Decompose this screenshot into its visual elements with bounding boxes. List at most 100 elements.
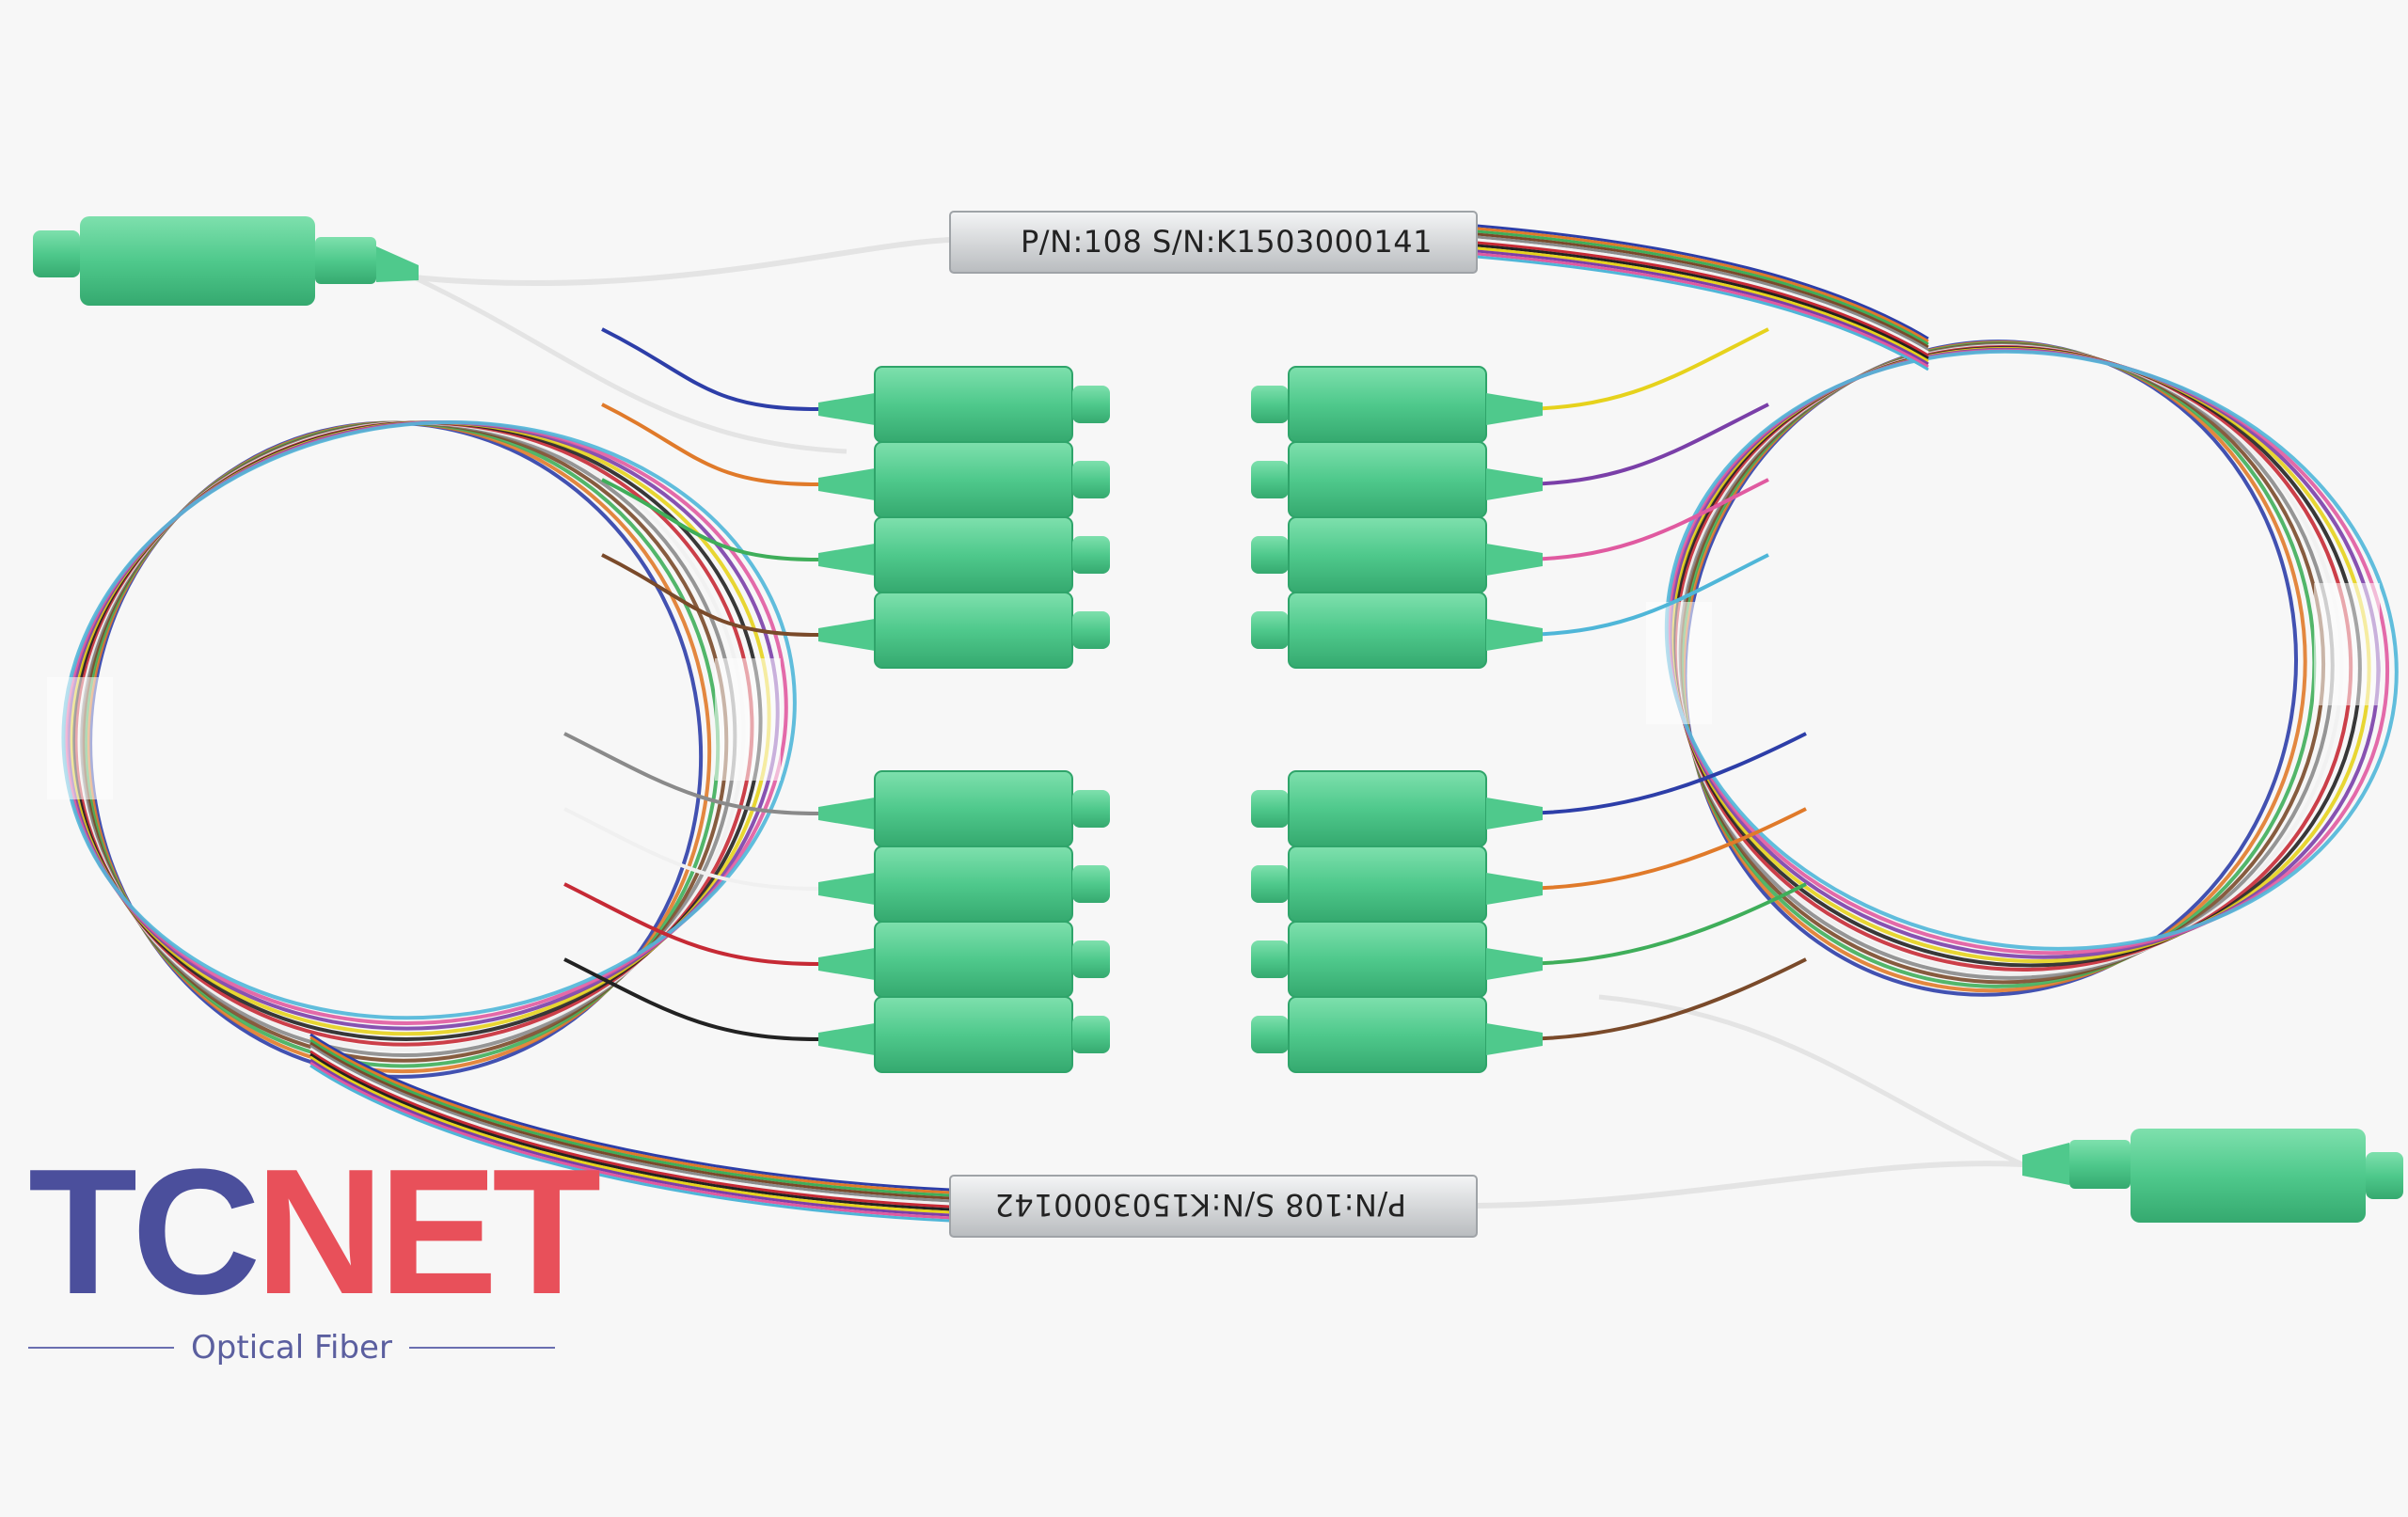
input-fiber-bottom — [1476, 1161, 2023, 1209]
connector-body — [1288, 921, 1487, 998]
ribbon-fiber-bottom — [309, 1033, 951, 1192]
connector-ferrule-cap — [1072, 386, 1110, 423]
connector-boot — [1486, 619, 1543, 651]
connector-ferrule-cap — [1251, 536, 1289, 574]
ribbon-fiber-top — [1476, 235, 1929, 352]
connector-fiber — [563, 732, 819, 815]
sc-connector — [1251, 403, 1769, 518]
connector-ferrule-cap — [1072, 536, 1110, 574]
connector-fiber — [601, 327, 819, 411]
input-fiber-top-loop — [412, 275, 848, 454]
brand-logo: TCNET Optical Fiber — [28, 1143, 601, 1378]
sc-connector — [563, 732, 1110, 847]
input-connector-bottom — [2022, 1129, 2403, 1223]
connector-ferrule-cap — [1072, 611, 1110, 649]
connector-body — [1288, 516, 1487, 593]
input-connector-top — [33, 216, 419, 306]
connector-fiber — [1513, 553, 1769, 637]
connector-fiber — [563, 807, 819, 891]
logo-wordmark: TCNET — [28, 1143, 601, 1321]
logo-word-net: NET — [255, 1132, 601, 1332]
fiber-coil-left — [47, 419, 797, 1079]
sc-connector — [1251, 957, 1807, 1073]
connector-fiber — [1513, 403, 1769, 486]
sc-connector — [1251, 882, 1807, 998]
tape-band — [715, 658, 781, 781]
logo-tagline: Optical Fiber — [191, 1329, 392, 1367]
sc-connector — [601, 553, 1110, 669]
tape-band — [2314, 583, 2380, 705]
connector-boot — [818, 619, 875, 651]
sc-connector — [563, 882, 1110, 998]
connector-boot — [818, 544, 875, 576]
tape-band — [47, 677, 113, 799]
sc-connector — [601, 403, 1110, 518]
connector-fiber — [1513, 732, 1807, 815]
connector-fiber — [601, 478, 819, 561]
sc-connector — [1251, 327, 1769, 443]
connector-ferrule-cap — [1072, 940, 1110, 978]
tape-band — [1646, 602, 1712, 724]
sc-connector — [601, 478, 1110, 593]
ribbon-fiber-bottom — [309, 1058, 951, 1217]
connector-boot — [1486, 948, 1543, 980]
connector-body — [1288, 845, 1487, 923]
connector-fiber — [1513, 478, 1769, 561]
ribbon-fiber-bottom — [309, 1044, 951, 1203]
connector-boot — [1486, 393, 1543, 425]
connector-boot — [818, 1023, 875, 1055]
sc-connector — [1251, 732, 1807, 847]
connector-ferrule-cap — [1251, 790, 1289, 828]
connector-fiber — [1513, 327, 1769, 411]
ribbon-fiber-bottom — [309, 1061, 951, 1220]
output-connectors — [563, 327, 1807, 1073]
ribbon-fiber-bottom — [309, 1041, 951, 1200]
connector-ferrule-cap — [1251, 940, 1289, 978]
connector-boot — [818, 798, 875, 830]
ribbon-fiber-top — [1476, 252, 1929, 369]
ribbon-fiber-top — [1476, 255, 1929, 371]
logo-rule-left — [28, 1347, 175, 1349]
connector-fiber — [563, 957, 819, 1041]
sc-connector — [1251, 807, 1807, 923]
connector-ferrule-cap — [1072, 1016, 1110, 1053]
connector-boot — [1486, 468, 1543, 500]
ribbon-fiber-top — [1476, 227, 1929, 343]
connector-ferrule-cap — [1072, 461, 1110, 498]
logo-tagline-row: Optical Fiber — [28, 1329, 556, 1367]
connector-ferrule-cap — [1251, 461, 1289, 498]
connector-body — [874, 441, 1073, 518]
splitter-label-top: P/N:108 S/N:K1503000141 — [1021, 224, 1433, 260]
connector-body — [1288, 441, 1487, 518]
sc-connector — [601, 327, 1110, 443]
connector-body — [1288, 592, 1487, 669]
connector-boot — [1486, 798, 1543, 830]
ribbon-fiber-top — [1476, 244, 1929, 360]
connector-boot — [818, 468, 875, 500]
ribbon-fiber-top — [1476, 224, 1929, 340]
splitter-body-top: P/N:108 S/N:K1503000141 — [949, 211, 1478, 274]
connector-fiber — [563, 882, 819, 966]
connector-body — [874, 366, 1073, 443]
connector-boot — [818, 393, 875, 425]
input-fiber-top — [413, 237, 951, 287]
connector-fiber — [601, 403, 819, 486]
connector-boot — [1486, 873, 1543, 905]
ribbon-fiber-top — [1476, 249, 1929, 366]
connector-ferrule-cap — [1072, 865, 1110, 903]
connector-boot — [818, 948, 875, 980]
sc-connector — [1251, 553, 1769, 669]
fiber-fanout — [309, 224, 1929, 1223]
connector-body — [874, 516, 1073, 593]
connector-body — [874, 770, 1073, 847]
sc-connector — [563, 957, 1110, 1073]
connector-ferrule-cap — [1072, 790, 1110, 828]
connector-fiber — [1513, 957, 1807, 1041]
fiber-loop — [1664, 349, 2399, 951]
connector-fiber — [1513, 807, 1807, 891]
connector-body — [874, 592, 1073, 669]
connector-boot — [1486, 544, 1543, 576]
connector-body — [874, 996, 1073, 1073]
ribbon-fiber-bottom — [309, 1064, 951, 1223]
